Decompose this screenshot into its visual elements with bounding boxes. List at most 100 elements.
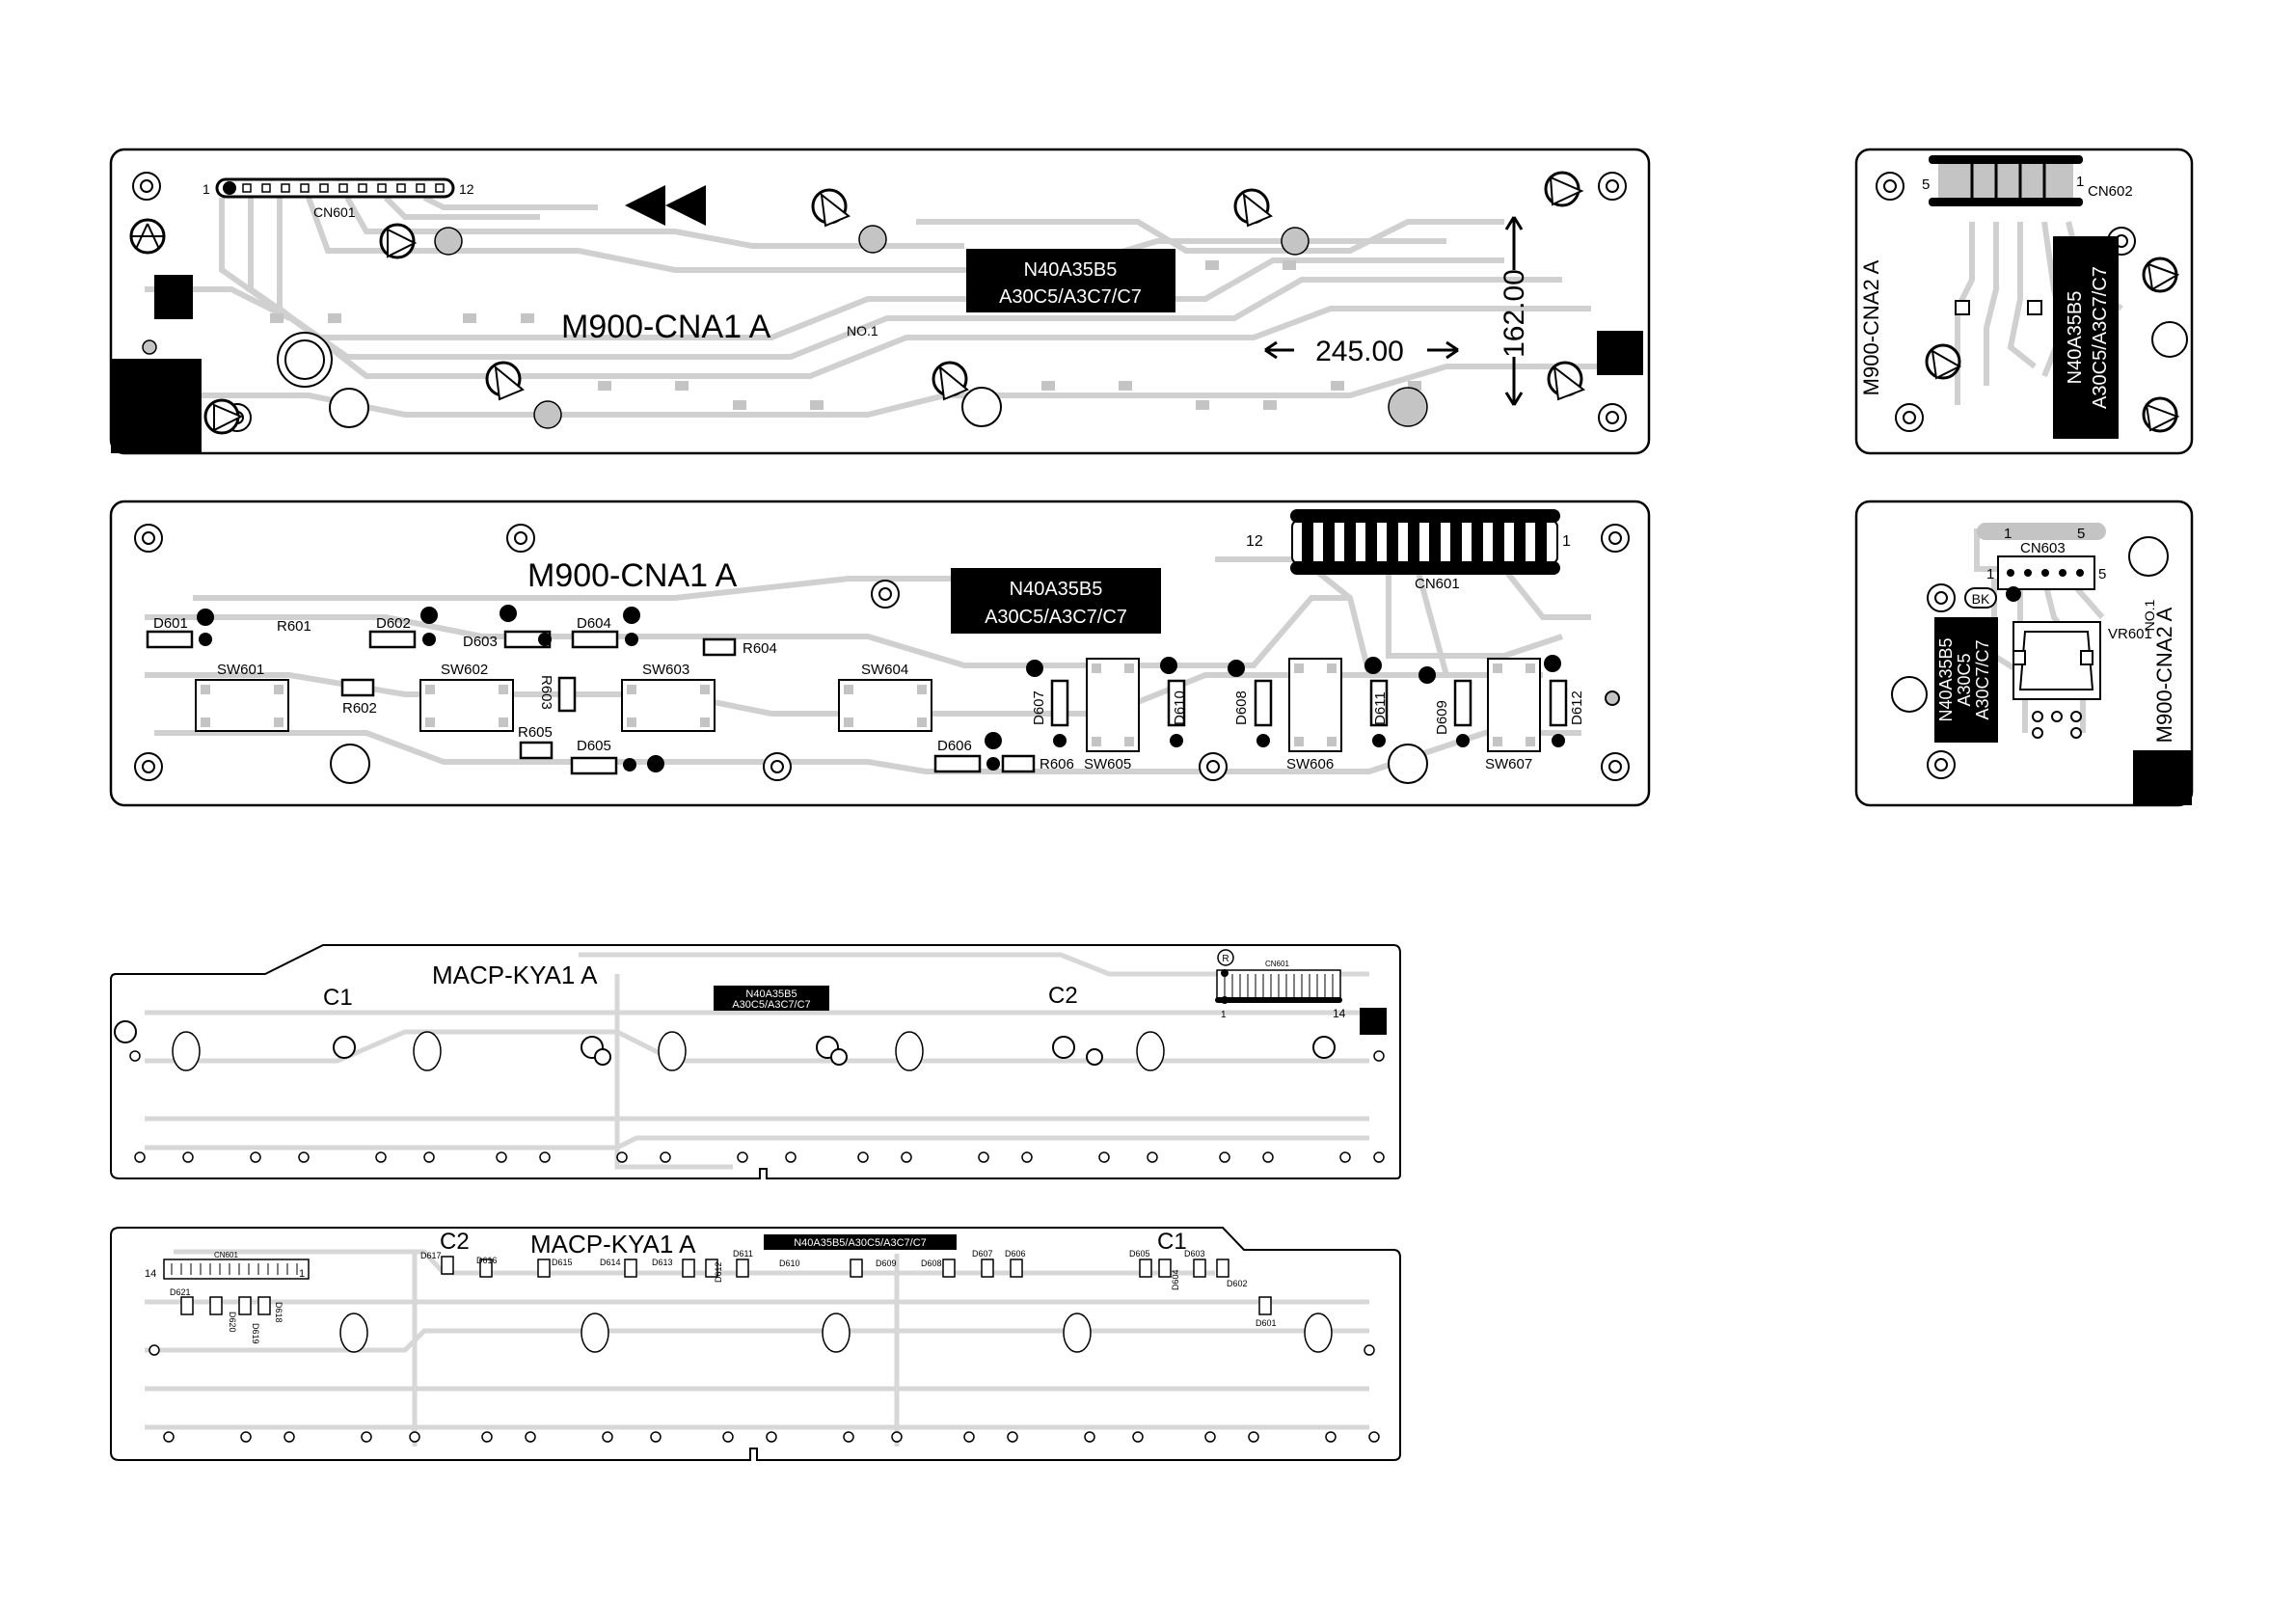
label-d612: D612 (714, 1261, 723, 1283)
section-c2-label: C2 (440, 1229, 470, 1255)
connector-pin-last-label: 1 (2076, 174, 2084, 190)
dimension-width: 245.00 (1264, 336, 1459, 367)
switch-sw601 (195, 679, 289, 732)
board-name: M900-CNA1 A (561, 309, 771, 345)
label-d612: D612 (1569, 690, 1585, 725)
version-line-1: N40A35B5 (1936, 637, 1956, 721)
label-d607: D607 (1031, 690, 1047, 725)
label-d606: D606 (1005, 1249, 1026, 1259)
label-r603: R603 (538, 675, 554, 710)
board-name: M900-CNA2 A (2152, 607, 2176, 743)
connector-pin-1-dot (2006, 586, 2021, 602)
diode-labels: D617 D616 D615 D614 D613 D612 D611 D610 … (170, 1249, 1277, 1344)
black-pad-left-small (154, 275, 193, 319)
version-box (764, 1234, 957, 1250)
version-line-2: A30C5 (1955, 653, 1974, 706)
board-number: NO.1 (847, 323, 878, 338)
connector-pin-first-label: 1 (1221, 1010, 1227, 1020)
version-line-2: A30C5/A3C7/C7 (985, 607, 1127, 628)
connector-label: CN601 (1265, 960, 1289, 968)
vr-pad-right (2080, 650, 2093, 665)
part-labels: D601 R601 D602 D603 D604 R604 SW601 SW60… (153, 615, 1585, 772)
connector-cn602-bar-top (1929, 155, 2083, 164)
registered-mark-label: R (1222, 954, 1229, 964)
connector-bar (1215, 997, 1342, 1003)
connector-label: CN601 (214, 1251, 238, 1259)
label-d615: D615 (552, 1258, 573, 1267)
vr-pad-left (2012, 650, 2026, 665)
connector-pins (1224, 974, 1334, 997)
label-d608: D608 (1233, 690, 1250, 725)
black-pad (1360, 1008, 1387, 1035)
board-outline (110, 1227, 1401, 1461)
label-r602: R602 (342, 700, 377, 717)
version-line-1: N40A35B5 (745, 988, 797, 1000)
version-line: N40A35B5/A30C5/A3C7/C7 (794, 1237, 927, 1249)
label-d606: D606 (937, 738, 972, 754)
label-d614: D614 (600, 1258, 621, 1267)
connector-bar-bottom (1290, 561, 1560, 575)
label-d620: D620 (228, 1312, 237, 1333)
board-name: MACP-KYA1 A (530, 1230, 696, 1259)
board-macp-kya1-top: CN601 1 14 R N40A35B5 A30C5/A3C7/C7 MACP… (110, 944, 1401, 1179)
connector-gray-pad (1977, 523, 2106, 540)
label-d602: D602 (1227, 1279, 1248, 1288)
switches (195, 658, 1541, 752)
label-d609: D609 (876, 1259, 897, 1268)
label-d603: D603 (463, 634, 498, 650)
connector-pin-first-side: 1 (1986, 566, 1994, 582)
version-line-2: A30C5/A3C7/C7 (999, 286, 1142, 308)
label-d618: D618 (274, 1302, 284, 1323)
via-holes (149, 1344, 1380, 1443)
rewind-icon (625, 185, 706, 226)
dimension-width-label: 245.00 (1315, 336, 1404, 367)
black-pad-right (1597, 331, 1643, 375)
connector-pin-last-side: 5 (2098, 566, 2106, 582)
label-sw604: SW604 (861, 662, 908, 678)
copper-traces (145, 952, 1369, 1170)
label-sw606: SW606 (1286, 756, 1334, 772)
connector-pin-first-label: 5 (1922, 176, 1930, 193)
label-sw602: SW602 (441, 662, 488, 678)
bk-label: BK (1972, 591, 1990, 607)
vr-outline (2018, 631, 2094, 690)
version-box (1934, 617, 1998, 743)
label-r601: R601 (277, 618, 311, 635)
key-contacts (339, 1313, 1333, 1353)
board-m900-cna1-switches: 12 1 CN601 (109, 500, 1651, 807)
connector-dot-top (1221, 969, 1229, 977)
component-bodies (146, 630, 1568, 775)
label-d619: D619 (251, 1323, 260, 1344)
connector-pin-first-label: 14 (145, 1268, 156, 1280)
black-pad-left-large (111, 359, 202, 453)
version-line-2: A30C5/A3C7/C7 (2090, 266, 2111, 409)
connector-pin-1-pad (223, 181, 236, 195)
board-m900-cna2-top: 5 1 CN602 N40A35B5 A30C5/A3C7/C7 M900-CN… (1854, 148, 2194, 455)
switch-pads (201, 663, 1535, 746)
label-d617: D617 (420, 1251, 442, 1260)
label-r606: R606 (1040, 756, 1074, 772)
section-c1-label: C1 (323, 985, 353, 1011)
connector-pin-last-label: 12 (459, 181, 474, 197)
section-c2-label: C2 (1048, 983, 1078, 1009)
label-d607: D607 (972, 1249, 993, 1259)
version-line-2: A30C5/A3C7/C7 (732, 999, 810, 1011)
label-d605: D605 (577, 738, 611, 754)
version-line-3: A30C7/C7 (1973, 639, 1992, 719)
label-d609: D609 (1434, 700, 1450, 735)
connector-pins (1302, 523, 1547, 561)
connector-pin-last-label: 1 (299, 1268, 305, 1280)
connector-cn601 (215, 177, 455, 199)
board-m900-cna1-top: 1 12 CN601 (109, 148, 1651, 455)
connector-label: CN603 (2020, 540, 2066, 556)
mounting-holes (132, 172, 1627, 432)
connector-label: CN601 (313, 204, 356, 220)
connector-pins (2007, 569, 2084, 577)
version-box (966, 249, 1175, 312)
connector-pin-first-label: 12 (1246, 533, 1263, 550)
led-markers (114, 1020, 1336, 1066)
board-name: M900-CNA1 A (527, 557, 738, 594)
copper-traces (145, 1249, 1369, 1447)
led-dots (197, 605, 1565, 772)
